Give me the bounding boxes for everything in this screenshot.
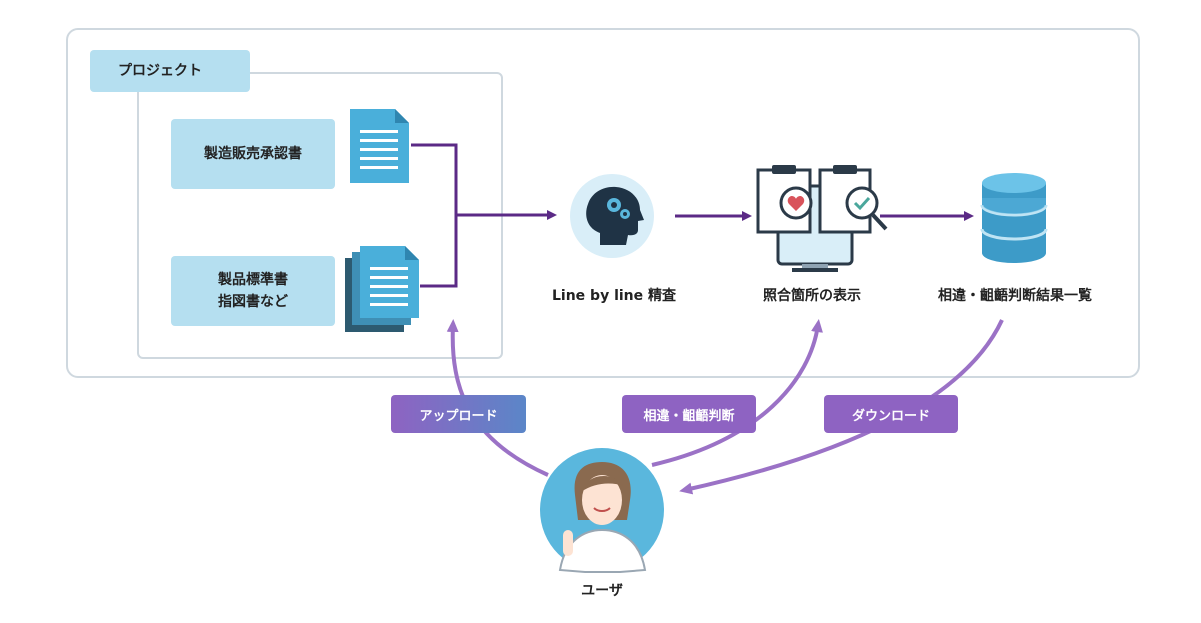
download-pill: ダウンロード <box>824 395 958 433</box>
clipboard-compare-icon <box>756 165 888 272</box>
document-tag-standard: 製品標準書 指図書など <box>171 256 335 326</box>
project-tag: プロジェクト <box>90 50 250 92</box>
ai-head-gears-icon <box>570 174 654 258</box>
step-label-result-list: 相違・齟齬判断結果一覧 <box>938 288 1092 304</box>
user-label: ユーザ <box>581 583 623 599</box>
upload-pill: アップロード <box>391 395 526 433</box>
judgment-arrow <box>651 319 823 467</box>
merge-connector <box>411 143 557 288</box>
avatar <box>540 448 664 573</box>
database-icon <box>980 173 1048 263</box>
judgment-pill: 相違・齟齬判断 <box>622 395 756 433</box>
step-label-line-review: Line by line 精査 <box>552 288 677 304</box>
document-stack-icon <box>345 246 419 332</box>
system-frame <box>66 28 1140 378</box>
document-icon <box>350 109 409 183</box>
document-tag-approval: 製造販売承認書 <box>171 119 335 189</box>
step-label-compare-display: 照合箇所の表示 <box>763 288 861 304</box>
